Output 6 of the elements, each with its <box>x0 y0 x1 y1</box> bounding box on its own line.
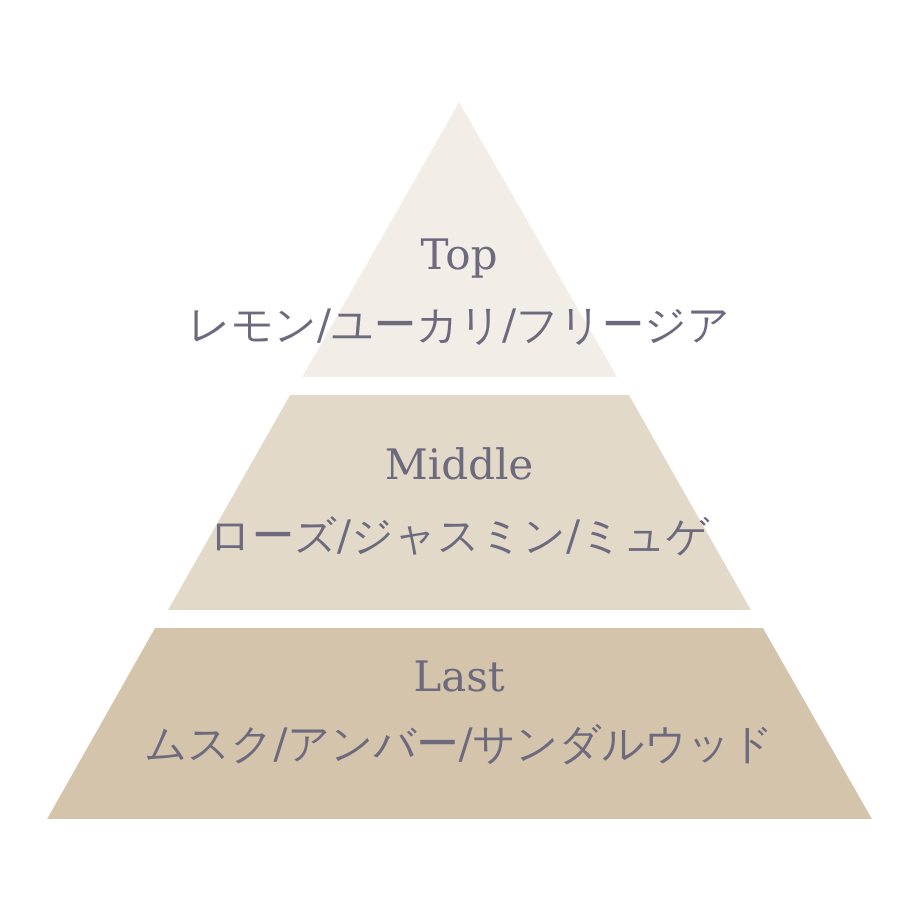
tier-title: Middle <box>384 444 534 486</box>
tier-notes: レモン/ユーカリ/フリージア <box>188 304 730 346</box>
tier-title: Top <box>420 234 498 276</box>
tier-notes: ムスク/アンバー/サンダルウッド <box>144 723 774 765</box>
tier-notes: ローズ/ジャスミン/ミュゲ <box>208 515 710 557</box>
tier-title: Last <box>413 656 505 698</box>
